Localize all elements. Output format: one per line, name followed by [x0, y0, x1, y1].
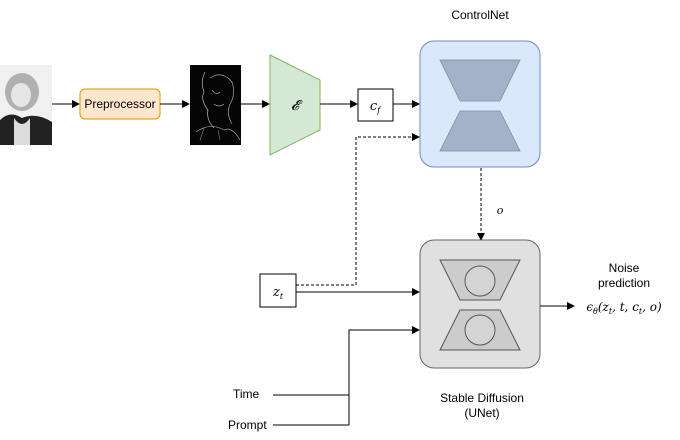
zt-label: zt	[272, 285, 284, 301]
unet-decoder-circle	[464, 314, 496, 346]
zt-box	[259, 273, 297, 308]
controlnet-encoder-trapezoid	[439, 59, 521, 102]
arrow-time-prompt-to-unet	[348, 326, 420, 425]
cf-label: cf	[370, 99, 382, 115]
edge-map-image	[190, 65, 241, 145]
time-label: Time	[233, 387, 260, 401]
unet-title-line1: Stable Diffusion	[440, 391, 524, 405]
output-title-line2: prediction	[598, 276, 650, 290]
output-formula: ϵθ(zt, t, ct, o)	[586, 300, 662, 316]
dashed-arrow-zt-to-controlnet	[296, 133, 420, 286]
preprocessor-label: Preprocessor	[84, 97, 155, 111]
unet-encoder-circle	[464, 265, 496, 297]
o-label: o	[497, 204, 504, 217]
encoder-trapezoid	[269, 54, 321, 156]
cf-box	[357, 88, 394, 122]
unet-title-line2: (UNet)	[464, 406, 499, 420]
input-photo	[0, 65, 52, 145]
output-title-line1: Noise	[609, 261, 640, 275]
controlnet-decoder-trapezoid	[439, 110, 521, 152]
controlnet-title: ControlNet	[451, 8, 509, 22]
prompt-label: Prompt	[228, 418, 267, 432]
